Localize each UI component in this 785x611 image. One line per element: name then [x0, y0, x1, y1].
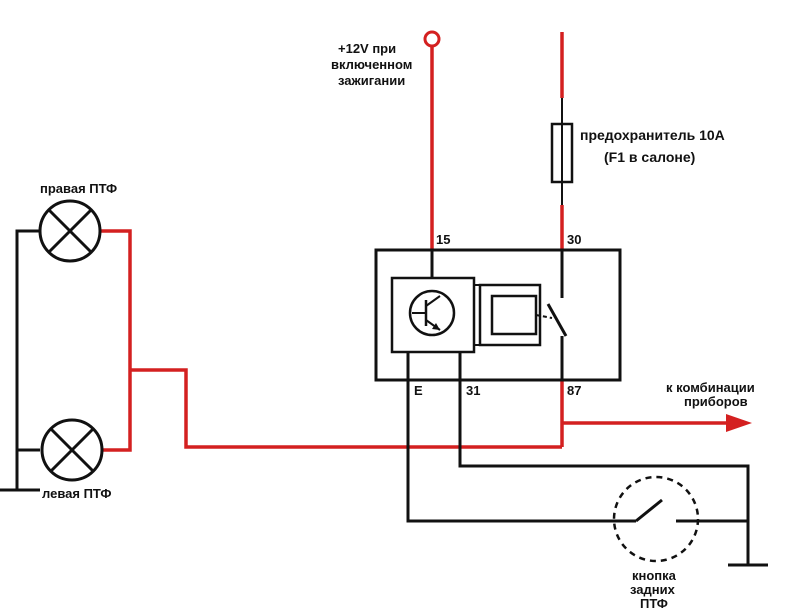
label-dashboard-line2: приборов [684, 394, 748, 409]
label-ignition-line3: зажигании [338, 73, 405, 88]
button-outline [612, 475, 700, 563]
label-ignition-line1: +12V при [338, 41, 396, 56]
wire-31-ground [458, 352, 750, 565]
switch-icon [635, 498, 663, 523]
wire-e-button [406, 380, 614, 523]
label-ignition-line2: включенном [331, 57, 412, 72]
live-wires [100, 32, 728, 452]
label-pin-31: 31 [466, 383, 480, 398]
terminal-ring-icon [423, 30, 441, 48]
coil-outer [478, 283, 542, 347]
lamp-right [38, 199, 102, 263]
label-lamp-left: левая ПТФ [42, 486, 111, 501]
label-pin-87: 87 [567, 383, 581, 398]
relay-module [374, 248, 622, 382]
label-dashboard-line1: к комбинации [666, 380, 755, 395]
label-button-line3: ПТФ [640, 596, 668, 611]
label-pin-15: 15 [436, 232, 450, 247]
coil-inner [490, 294, 538, 336]
wire-lamp-rail [100, 229, 132, 452]
label-button-line1: кнопка [632, 568, 677, 583]
arrow-right-icon [726, 414, 752, 432]
ground-wires [15, 229, 750, 565]
label-fuse-line1: предохранитель 10А [580, 127, 725, 143]
transistor-icon [408, 289, 456, 337]
coil-link [535, 314, 553, 319]
relay-contact-blade [546, 303, 568, 337]
wire-lamp-ground [15, 229, 40, 490]
lamp-left [40, 418, 104, 482]
fuse [550, 98, 574, 205]
rear-fog-button [612, 475, 700, 563]
label-fuse-line2: (F1 в салоне) [604, 149, 695, 165]
wire-lamps-feed [130, 368, 562, 449]
transistor-block [390, 276, 476, 354]
label-button-line2: задних [630, 582, 676, 597]
relay-housing [374, 248, 622, 382]
label-lamp-right: правая ПТФ [40, 181, 117, 196]
label-pin-e: E [414, 383, 423, 398]
label-pin-30: 30 [567, 232, 581, 247]
